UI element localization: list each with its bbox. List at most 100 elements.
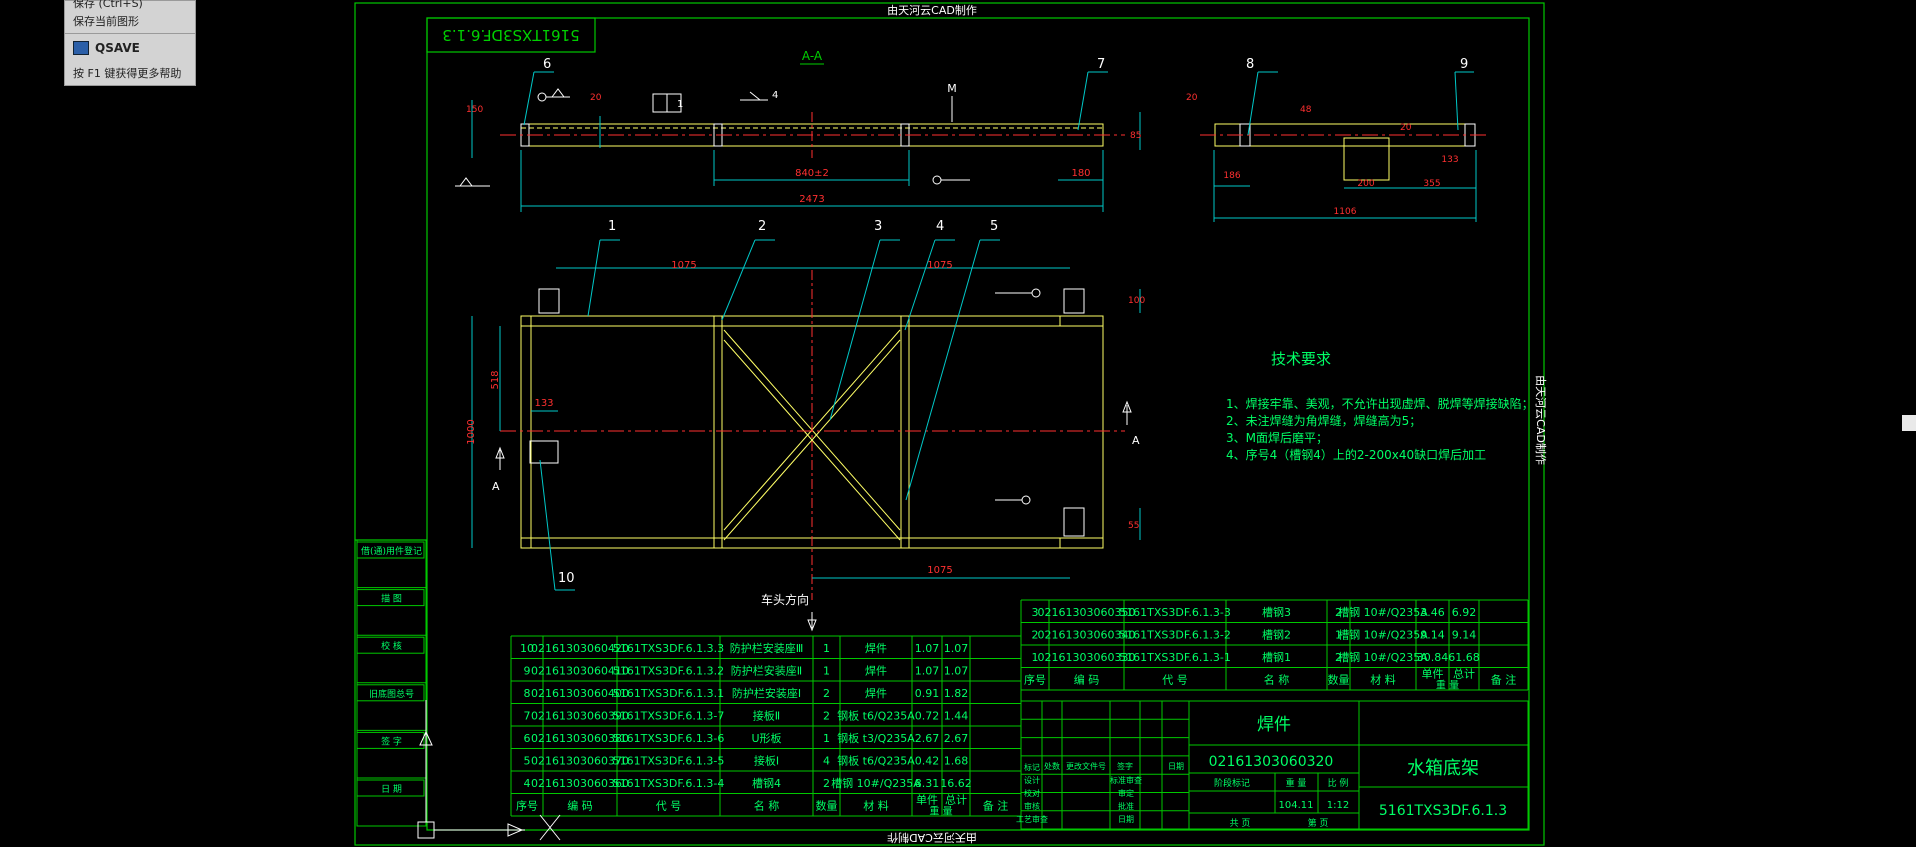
bom-header: 代 号 — [1162, 674, 1188, 687]
bom-cell: 9.14 — [1452, 629, 1477, 642]
bom-cell: 02161303060420 — [531, 642, 629, 655]
dim-20b: 20 — [1186, 93, 1198, 103]
bom-cell: 1 — [1032, 651, 1039, 664]
bom-cell: 3.46 — [1420, 606, 1445, 619]
dim-180: 180 — [1071, 168, 1090, 179]
a-label-left: A — [492, 480, 500, 493]
bom-cell: 5161TXS3DF.6.1.3-5 — [613, 755, 725, 768]
bom-cell: 1 — [823, 665, 830, 678]
bom-cell: 5161TXS3DF.6.1.3-6 — [613, 732, 725, 745]
dim-150: 150 — [466, 105, 483, 115]
bom-cell: 02161303060350 — [1038, 606, 1136, 619]
bom-header: 序号 — [1024, 673, 1046, 687]
title-block: 标记设计校对审核工艺审查处数更改文件号签字日期标准审查审定批准日期焊件02161… — [1016, 700, 1529, 830]
bom-header: 代 号 — [656, 800, 682, 813]
bom-cell: 钢板 t6/Q235A — [837, 754, 915, 768]
bom-cell: 4 — [823, 755, 830, 768]
bom-header: 编 码 — [1074, 673, 1100, 687]
bom-weight-label: 重 量 — [1436, 679, 1459, 692]
balloon-1: 1 — [608, 219, 616, 234]
dim-355: 355 — [1423, 179, 1440, 189]
balloon-3: 3 — [874, 219, 882, 234]
weld-4: 4 — [772, 90, 778, 101]
bom-cell: 槽钢 10#/Q235A — [1338, 606, 1428, 619]
left-strip-label: 校 核 — [381, 640, 402, 652]
balloon-7: 7 — [1097, 57, 1105, 72]
dim-20c: 20 — [1400, 123, 1412, 133]
bom-cell: 1.82 — [944, 687, 969, 700]
balloon-6: 6 — [543, 57, 551, 72]
side-view: 186 200 355 1106 133 20 48 20 8 9 — [1186, 57, 1490, 222]
bom-cell: 焊件 — [865, 664, 887, 678]
sign-row-label: 校对 — [1024, 788, 1040, 798]
bom-cell: 2 — [823, 710, 830, 723]
dim-518: 518 — [490, 370, 501, 389]
weight-value: 104.11 — [1279, 800, 1314, 811]
sign-row-label: 审核 — [1024, 801, 1040, 811]
dim-1106: 1106 — [1334, 207, 1357, 217]
bom-cell: 2 — [823, 687, 830, 700]
sign-extra-label: 审定 — [1118, 788, 1134, 798]
bom-cell: 30.84 — [1417, 651, 1449, 664]
part-code-text: 02161303060320 — [1209, 754, 1334, 770]
bom-cell: 5161TXS3DF.6.1.3.2 — [613, 665, 724, 678]
bom-cell: 钢板 t3/Q235A — [837, 731, 915, 745]
watermark-top: 由天河云CAD制作 — [887, 3, 977, 17]
bom-cell: 5161TXS3DF.6.1.3-3 — [1119, 606, 1231, 619]
bom-cell: 2.67 — [944, 732, 969, 745]
balloon-4: 4 — [936, 219, 944, 234]
tooltip-title: 保存 (Ctrl+S) — [73, 0, 143, 10]
scale-value: 1:12 — [1327, 800, 1349, 811]
a-label-right: A — [1132, 434, 1140, 447]
bom-cell: 5161TXS3DF.6.1.3.3 — [613, 642, 724, 655]
bom-cell: 16.62 — [940, 777, 972, 790]
bom-cell: 8.31 — [915, 777, 940, 790]
bom-cell: 焊件 — [865, 686, 887, 700]
bom-cell: 1.07 — [944, 642, 969, 655]
section-label: A-A — [802, 49, 823, 63]
bom-cell: 接板Ⅰ — [754, 754, 779, 768]
dim-1000: 1000 — [466, 419, 477, 444]
bom-cell: 1.07 — [915, 665, 940, 678]
plan-view: 1075 1075 1075 1000 518 133 100 55 1 2 3… — [466, 219, 1145, 632]
bom-cell: 02161303060400 — [531, 687, 629, 700]
bom-cell: 02161303060340 — [1038, 629, 1136, 642]
bom-cell: 1.68 — [944, 755, 969, 768]
vertical-scrollbar-thumb[interactable] — [1902, 415, 1916, 431]
tech-item-1: 1、焊接牢靠、美观，不允许出现虚焊、脱焊等焊接缺陷； — [1226, 396, 1534, 411]
dim-1075-b: 1075 — [927, 260, 952, 271]
tech-item-3: 3、M面焊后磨平； — [1226, 430, 1328, 445]
sign-col-label: 处数 — [1044, 761, 1060, 771]
watermark-side: 由天河云CAD制作 — [1534, 375, 1548, 465]
dim-840: 840±2 — [795, 168, 829, 179]
bom-cell: 槽钢 10#/Q235A — [1338, 629, 1428, 642]
watermark-bottom: 由天河云CAD制作 — [887, 831, 977, 845]
dim-20a: 20 — [590, 93, 602, 103]
sheet-label: 第 页 — [1308, 817, 1329, 829]
bom-cell: 槽钢2 — [1262, 629, 1291, 642]
sign-extra-label: 批准 — [1118, 801, 1134, 811]
bom-cell: 5161TXS3DF.6.1.3-7 — [613, 710, 725, 723]
bom-cell: 4 — [524, 777, 531, 790]
bom-cell: 6 — [524, 732, 531, 745]
bom-cell: 焊件 — [865, 641, 887, 655]
bom-header: 数量 — [1328, 674, 1350, 687]
tech-title: 技术要求 — [1271, 350, 1331, 368]
stage-label: 阶段标记 — [1214, 777, 1250, 789]
bom-header: 名 称 — [754, 799, 780, 813]
bom-header: 单件 — [916, 794, 938, 807]
tech-requirements: 技术要求 1、焊接牢靠、美观，不允许出现虚焊、脱焊等焊接缺陷； 2、未注焊缝为角… — [1226, 350, 1534, 462]
bom-cell: 1 — [823, 642, 830, 655]
bom-cell: 9 — [524, 665, 531, 678]
dim-1075-c: 1075 — [927, 565, 952, 576]
bom-cell: 5161TXS3DF.6.1.3-2 — [1119, 629, 1231, 642]
dim-200: 200 — [1357, 179, 1374, 189]
bom-cell: 5 — [524, 755, 531, 768]
dim-55: 55 — [1128, 521, 1139, 531]
left-strip-label: 描 图 — [381, 593, 402, 605]
left-strip-label: 日 期 — [381, 784, 402, 795]
bom-header: 序号 — [516, 799, 538, 813]
